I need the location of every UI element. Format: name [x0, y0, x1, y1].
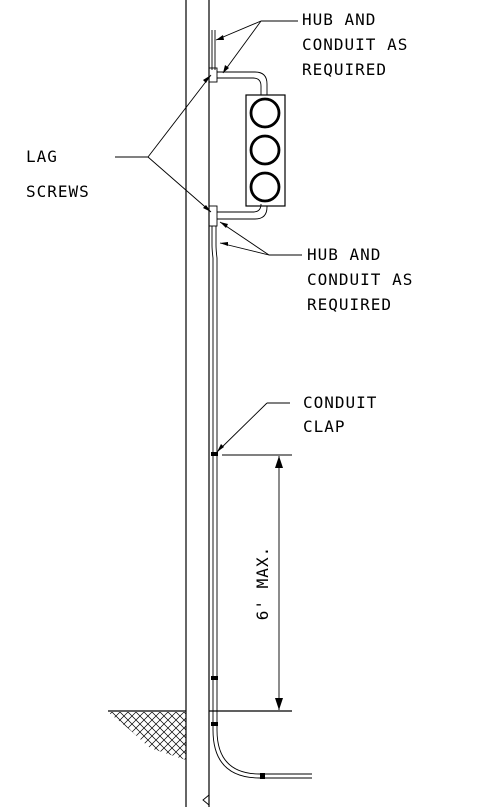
label-line: HUB AND: [302, 10, 376, 29]
label-line: CLAP: [303, 417, 346, 436]
upper-hub-bracket: [208, 67, 268, 95]
signal-lens-bottom: [249, 171, 281, 203]
label-conduit-clamp: CONDUIT CLAP: [303, 393, 377, 436]
leader-hub-top: [215, 20, 298, 74]
label-line: HUB AND: [307, 245, 381, 264]
signal-lens-top: [249, 97, 281, 129]
label-hub-top: HUB AND CONDUIT AS REQUIRED: [302, 10, 408, 79]
traffic-signal-head: [245, 94, 286, 207]
label-line: REQUIRED: [307, 295, 392, 314]
ground-line: [108, 710, 292, 760]
leader-lag-screws: [115, 74, 212, 213]
label-line: CONDUIT: [303, 393, 377, 412]
label-line: CONDUIT AS: [302, 35, 408, 54]
dimension-label: 6' MAX.: [253, 546, 272, 620]
label-line: REQUIRED: [302, 60, 387, 79]
conduit-coupling-horizontal: [260, 773, 265, 779]
conduit-clamp-upper: [211, 452, 218, 456]
wood-pole: [185, 0, 210, 807]
lower-hub-bracket: [208, 203, 268, 227]
soil-hatch: [108, 712, 186, 760]
conduit-clamp-lower: [211, 676, 218, 680]
label-line: SCREWS: [26, 182, 90, 201]
label-hub-bottom: HUB AND CONDUIT AS REQUIRED: [307, 245, 413, 314]
leader-conduit-clamp: [216, 402, 290, 453]
label-lag-screws: LAG SCREWS: [26, 147, 90, 201]
signal-lens-middle: [249, 134, 281, 166]
vertical-conduit: [211, 30, 312, 779]
label-line: CONDUIT AS: [307, 270, 413, 289]
conduit-coupling: [211, 722, 218, 726]
dimension-6ft-max: 6' MAX.: [222, 454, 292, 710]
label-line: LAG: [26, 147, 58, 166]
leader-hub-bottom: [219, 221, 302, 256]
